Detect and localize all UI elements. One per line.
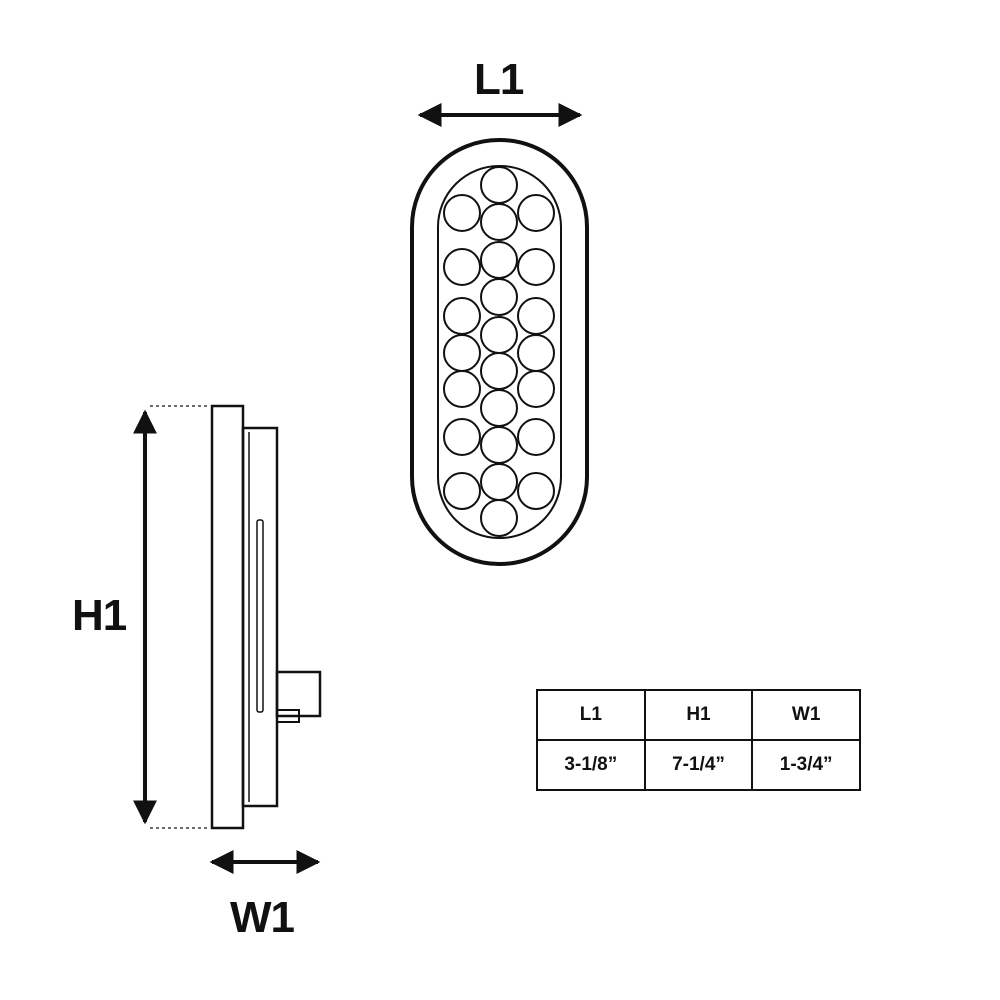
led-circle bbox=[443, 194, 481, 232]
led-circle bbox=[517, 370, 555, 408]
front-view-lamp bbox=[410, 138, 589, 566]
led-circle bbox=[517, 472, 555, 510]
led-array bbox=[443, 166, 555, 537]
length-label: L1 bbox=[474, 55, 524, 104]
led-circle bbox=[443, 370, 481, 408]
side-flange bbox=[210, 404, 245, 830]
led-circle bbox=[480, 203, 518, 241]
led-circle bbox=[517, 334, 555, 372]
led-circle bbox=[480, 278, 518, 316]
led-circle bbox=[443, 297, 481, 335]
led-circle bbox=[480, 352, 518, 390]
connector-tab bbox=[276, 709, 300, 723]
led-circle bbox=[480, 166, 518, 204]
led-circle bbox=[517, 418, 555, 456]
led-circle bbox=[480, 389, 518, 427]
table-value-row: 3-1/8” 7-1/4” 1-3/4” bbox=[536, 739, 861, 791]
led-circle bbox=[443, 248, 481, 286]
led-circle bbox=[480, 499, 518, 537]
led-circle bbox=[517, 248, 555, 286]
height-label: H1 bbox=[72, 591, 127, 640]
table-header-length: L1 bbox=[536, 689, 646, 741]
led-circle bbox=[480, 463, 518, 501]
table-value-height: 7-1/4” bbox=[643, 739, 754, 791]
led-circle bbox=[480, 426, 518, 464]
led-circle bbox=[517, 297, 555, 335]
led-circle bbox=[480, 241, 518, 279]
lamp-inner-lens bbox=[437, 165, 562, 539]
led-circle bbox=[443, 334, 481, 372]
led-circle bbox=[517, 194, 555, 232]
side-slot bbox=[256, 519, 264, 713]
led-circle bbox=[443, 472, 481, 510]
table-value-length: 3-1/8” bbox=[536, 739, 646, 791]
width-label: W1 bbox=[230, 893, 295, 942]
led-circle bbox=[443, 418, 481, 456]
table-header-width: W1 bbox=[751, 689, 861, 741]
side-view-lamp bbox=[150, 404, 322, 830]
led-circle bbox=[480, 316, 518, 354]
table-header-row: L1 H1 W1 bbox=[536, 689, 861, 741]
table-value-width: 1-3/4” bbox=[751, 739, 861, 791]
table-header-height: H1 bbox=[643, 689, 754, 741]
lamp-outer-rim bbox=[410, 138, 589, 566]
dimensions-table: L1 H1 W1 3-1/8” 7-1/4” 1-3/4” bbox=[536, 689, 861, 791]
side-body bbox=[241, 426, 279, 808]
